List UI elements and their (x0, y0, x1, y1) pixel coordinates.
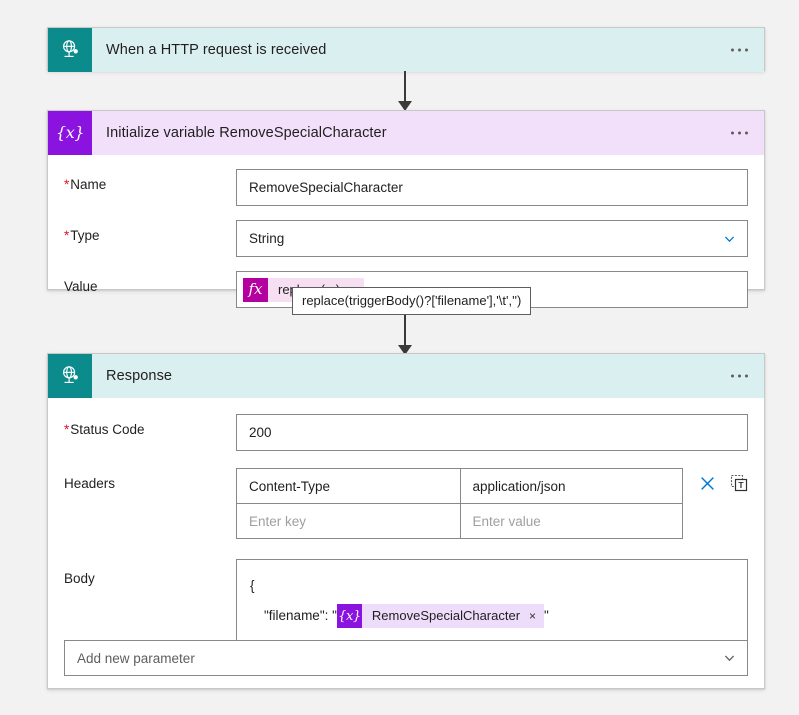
type-row: *Type String (64, 220, 748, 257)
table-row: Content-Type application/json (237, 469, 682, 503)
connector-arrow-1 (375, 71, 435, 111)
variable-braces-icon: {x} (336, 604, 362, 629)
required-asterisk: * (64, 177, 70, 192)
svg-text:T: T (738, 480, 744, 490)
expression-tooltip: replace(triggerBody()?['filename'],'\t',… (292, 287, 532, 315)
name-row: *Name RemoveSpecialCharacter (64, 169, 748, 206)
initialize-variable-header[interactable]: {x} Initialize variable RemoveSpecialCha… (48, 111, 764, 155)
variable-token-chip[interactable]: {x} RemoveSpecialCharacter × (336, 604, 545, 629)
add-new-parameter-select[interactable]: Add new parameter (64, 640, 748, 676)
response-card-menu-button[interactable] (727, 369, 752, 384)
response-card-title: Response (106, 368, 173, 384)
body-line-open-brace: { (250, 578, 255, 593)
headers-row: Headers Content-Type application/json En… (64, 468, 748, 539)
trigger-card-header[interactable]: When a HTTP request is received (48, 28, 764, 72)
type-select-value: String (249, 231, 285, 246)
header-key-input-empty[interactable]: Enter key (249, 513, 307, 529)
headers-table: Content-Type application/json Enter key … (236, 468, 683, 539)
variable-braces-icon: {x} (48, 111, 92, 155)
trigger-card-menu-button[interactable] (727, 43, 752, 58)
required-asterisk: * (64, 228, 70, 243)
type-select[interactable]: String (236, 220, 748, 257)
variable-token-label: RemoveSpecialCharacter (371, 608, 521, 624)
body-line-filename: "filename": " {x} RemoveSpecialCharacter… (250, 601, 735, 631)
name-input[interactable]: RemoveSpecialCharacter (236, 169, 748, 206)
initialize-variable-menu-button[interactable] (727, 126, 752, 141)
headers-row-actions: T (683, 468, 748, 492)
trigger-card[interactable]: When a HTTP request is received (47, 27, 765, 72)
table-row: Enter key Enter value (237, 503, 682, 538)
name-label: *Name (64, 177, 107, 192)
name-input-value: RemoveSpecialCharacter (249, 180, 403, 195)
variable-token-body: RemoveSpecialCharacter × (361, 604, 545, 629)
response-card-header[interactable]: Response (48, 354, 764, 398)
status-code-label: *Status Code (64, 422, 145, 437)
body-label: Body (64, 571, 95, 586)
body-closing-quote: " (544, 608, 549, 623)
delete-header-row-icon[interactable] (699, 475, 716, 492)
body-key-text: "filename": " (264, 608, 337, 623)
type-label: *Type (64, 228, 100, 243)
remove-token-icon[interactable]: × (529, 609, 537, 624)
status-code-value: 200 (249, 425, 272, 440)
globe-network-icon (48, 28, 92, 72)
fx-icon: fx (243, 277, 268, 302)
required-asterisk: * (64, 422, 70, 437)
status-code-row: *Status Code 200 (64, 414, 748, 451)
headers-label: Headers (64, 476, 116, 491)
chevron-down-icon (724, 655, 735, 662)
value-label: Value (64, 279, 98, 294)
add-new-parameter-label: Add new parameter (77, 650, 195, 666)
initialize-variable-title: Initialize variable RemoveSpecialCharact… (106, 125, 387, 141)
header-value-input-empty[interactable]: Enter value (459, 504, 683, 538)
response-card-body: *Status Code 200 Headers Content-Type ap… (48, 398, 764, 673)
status-code-input[interactable]: 200 (236, 414, 748, 451)
chevron-down-icon (724, 236, 735, 242)
trigger-card-title: When a HTTP request is received (106, 42, 327, 58)
switch-to-text-mode-icon[interactable]: T (730, 474, 748, 492)
globe-network-icon (48, 354, 92, 398)
initialize-variable-card[interactable]: {x} Initialize variable RemoveSpecialCha… (47, 110, 765, 308)
header-key-input[interactable]: Content-Type (249, 478, 331, 494)
header-value-input[interactable]: application/json (459, 469, 683, 503)
response-card[interactable]: Response *Status Code 200 Headers (47, 353, 765, 689)
connector-arrow-2 (375, 315, 435, 355)
